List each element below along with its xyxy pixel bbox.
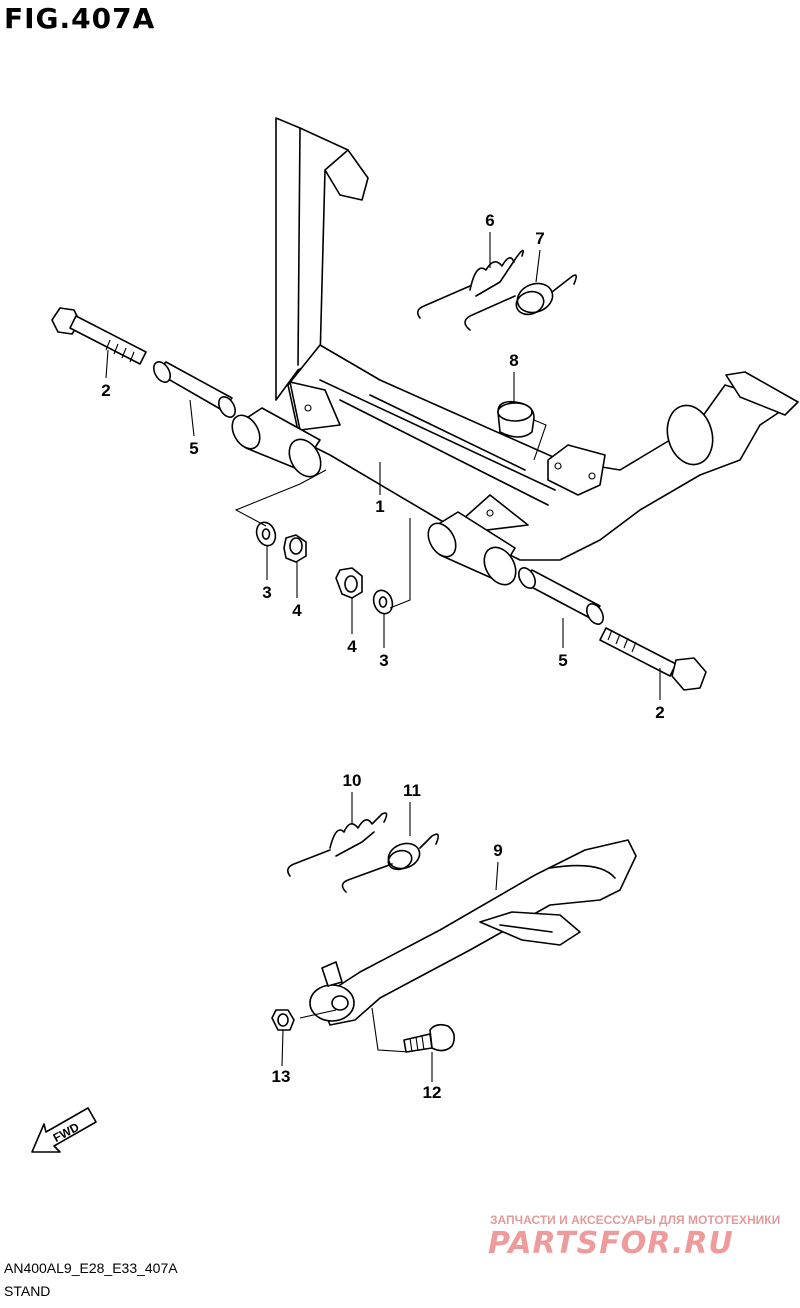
washer-3-right — [372, 589, 394, 615]
side-stand-bolt-12 — [403, 1023, 456, 1053]
diagram-caption: STAND — [4, 1283, 51, 1299]
figure-title: FIG.407A — [4, 2, 156, 35]
callout-5-right: 5 — [558, 651, 567, 670]
center-stand-spring-6 — [416, 249, 524, 319]
callout-3-left: 3 — [262, 583, 271, 602]
callout-1: 1 — [375, 497, 384, 516]
callout-6: 6 — [485, 211, 494, 230]
pivot-bolt-2-right — [599, 627, 707, 691]
callout-7: 7 — [535, 229, 544, 248]
callout-2-right: 2 — [655, 703, 664, 722]
stopper-rubber-8 — [497, 400, 547, 461]
callout-4-right: 4 — [347, 637, 357, 656]
washer-3-left — [255, 521, 277, 547]
fwd-arrow-icon: FWD — [31, 1107, 97, 1153]
side-stand-spring-10 — [286, 812, 388, 877]
callout-12: 12 — [423, 1083, 442, 1102]
center-stand-spring-7 — [464, 274, 578, 331]
side-stand-9 — [309, 839, 637, 1026]
callout-4-left: 4 — [292, 601, 302, 620]
diagram-code: AN400AL9_E28_E33_407A — [4, 1260, 178, 1276]
callout-10: 10 — [343, 771, 362, 790]
callout-11: 11 — [403, 781, 421, 800]
pivot-bolt-2-left — [51, 307, 147, 365]
spacer-collar-5-right — [518, 567, 604, 625]
callout-9: 9 — [493, 841, 502, 860]
callout-5-left: 5 — [189, 439, 198, 458]
callout-8: 8 — [509, 351, 518, 370]
callout-13: 13 — [272, 1067, 291, 1086]
spacer-collar-5-left — [153, 361, 236, 418]
center-stand-frame — [231, 117, 799, 586]
callout-2-left: 2 — [101, 381, 110, 400]
nut-4-left — [283, 534, 307, 563]
side-stand-spring-11 — [341, 833, 440, 893]
nut-4-right — [335, 567, 363, 599]
callout-3-right: 3 — [379, 651, 388, 670]
watermark-brand: PARTSFOR.RU — [488, 1226, 734, 1261]
side-stand-nut-13 — [271, 1009, 295, 1031]
leader-lines — [105, 232, 661, 1082]
watermark-tagline: ЗАПЧАСТИ И АКСЕССУАРЫ ДЛЯ МОТОТЕХНИКИ — [490, 1213, 781, 1227]
assembly-guide-lines — [234, 469, 411, 1053]
